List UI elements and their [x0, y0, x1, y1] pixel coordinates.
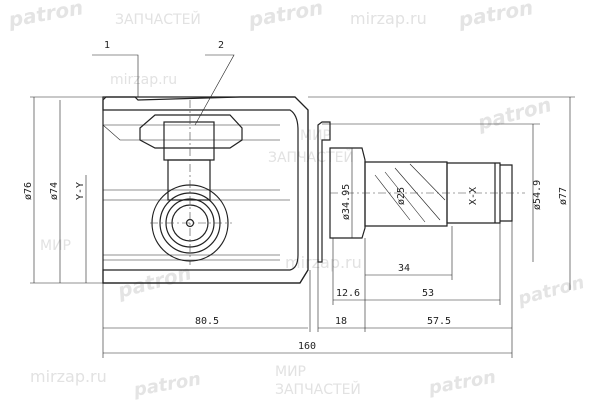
- watermark-brand: patron: [456, 0, 535, 32]
- dim-18: 18: [335, 316, 347, 327]
- watermark-line2: ЗАПЧАСТЕЙ: [268, 148, 354, 166]
- watermark-site: mirzap.ru: [285, 253, 362, 272]
- watermark-line1: МИР: [275, 364, 306, 380]
- dim-dia-74: ø74: [49, 182, 60, 200]
- watermark-brand: patron: [114, 260, 194, 303]
- dim-dia-77: ø77: [558, 187, 569, 205]
- dim-dia-34-95: ø34.95: [341, 184, 352, 220]
- axis-y-label: Y-Y: [75, 182, 86, 200]
- dim-dia-25: ø25: [396, 187, 407, 205]
- watermark-brand: patron: [515, 272, 587, 310]
- watermark-brand: patron: [474, 92, 554, 135]
- watermark-site: mirzap.ru: [110, 72, 177, 88]
- shaft: [317, 121, 525, 263]
- watermark-brand: patron: [246, 0, 325, 32]
- dim-57-5: 57.5: [427, 316, 451, 327]
- axis-x-label: X-X: [468, 187, 479, 205]
- watermark-brand: patron: [131, 368, 202, 400]
- dim-53: 53: [422, 288, 434, 299]
- dim-160: 160: [298, 341, 316, 352]
- dimension-labels: 1 2 ø76 ø74 Y-Y ø34.95 ø25 X-X ø54.9 ø77…: [23, 40, 569, 352]
- joint-housing: [102, 96, 309, 284]
- callout-2: 2: [218, 40, 224, 51]
- watermark-line1: МИР: [300, 128, 331, 144]
- dim-dia-76: ø76: [23, 182, 34, 200]
- watermark-site: mirzap.ru: [350, 9, 427, 28]
- watermark-line2: ЗАПЧАСТЕЙ: [275, 380, 361, 398]
- dim-34: 34: [398, 263, 410, 274]
- dim-12-6: 12.6: [336, 288, 360, 299]
- watermark-line1: МИР: [40, 238, 71, 254]
- callout-1: 1: [104, 40, 110, 51]
- watermark-site: mirzap.ru: [30, 367, 107, 386]
- watermark-line2: ЗАПЧАСТЕЙ: [115, 10, 201, 28]
- dimension-lines: [30, 54, 575, 358]
- watermark-brand: patron: [426, 366, 497, 399]
- dim-80-5: 80.5: [195, 316, 219, 327]
- watermark-brand: patron: [6, 0, 85, 32]
- dim-dia-54-9: ø54.9: [532, 180, 543, 210]
